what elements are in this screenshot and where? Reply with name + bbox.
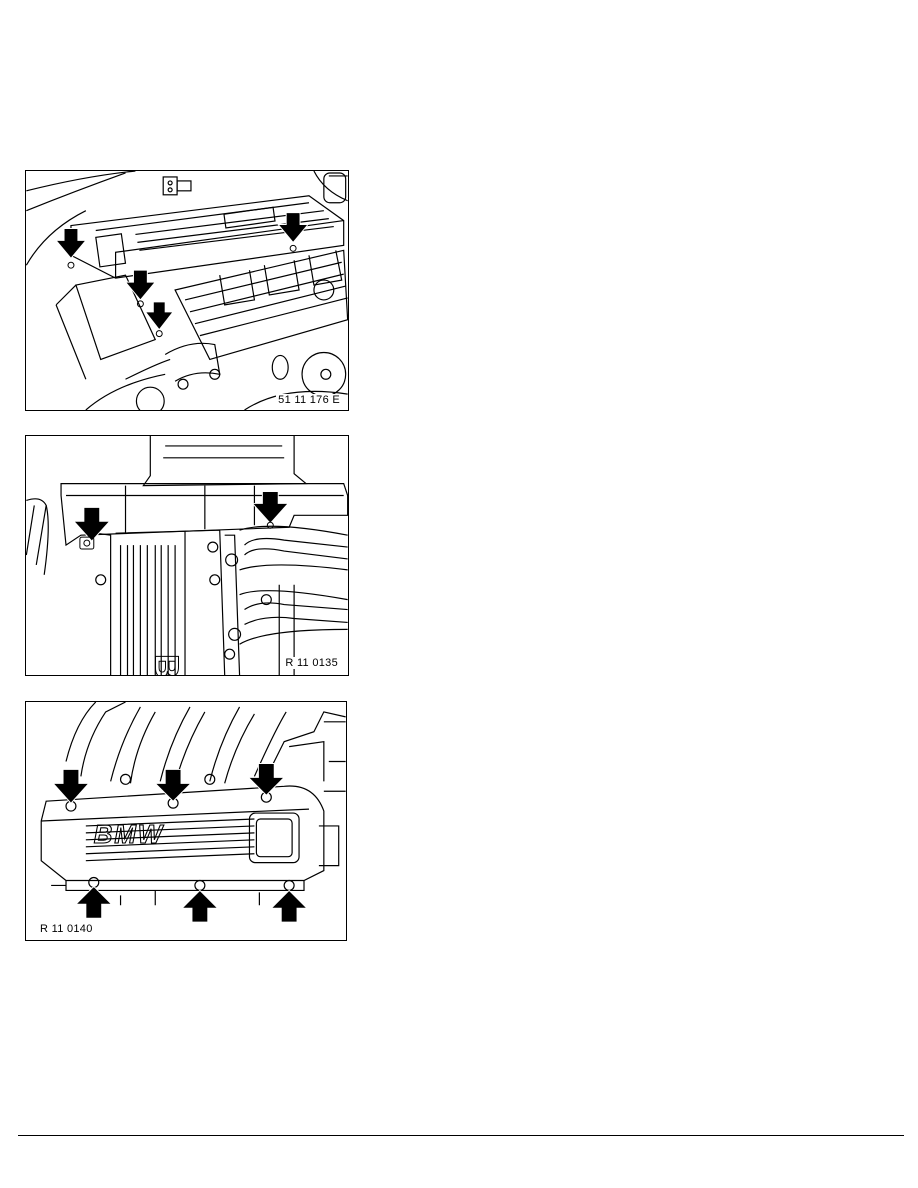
arrow-indicator: [52, 768, 90, 804]
bmw-logo-lettering: BMW: [147, 654, 185, 675]
arrow-indicator: [270, 889, 309, 923]
arrow-indicator: [247, 762, 286, 796]
engine-cover-drawing: [26, 171, 348, 410]
arrow-indicator: [74, 885, 113, 919]
illustration-cover-bracket: BMW R 11 0135: [25, 435, 349, 676]
arrow-indicator: [154, 768, 193, 802]
valve-cover-drawing: BMW: [40, 702, 346, 923]
arrow-indicator: [124, 269, 157, 301]
figure-code-label: R 11 0140: [38, 923, 95, 935]
arrow-indicator: [72, 506, 111, 542]
arrow-indicator: [144, 301, 175, 331]
bmw-logo-lettering: BMW: [94, 821, 165, 849]
illustration-valve-cover: BMW R 11 0140: [25, 701, 347, 941]
figure-code-label: 51 11 176 E: [276, 394, 342, 406]
footer-divider: [18, 1135, 904, 1136]
cover-bracket-drawing: BMW: [26, 436, 348, 675]
arrow-indicator: [180, 889, 219, 923]
arrow-indicator: [55, 228, 87, 260]
figure-code-label: R 11 0135: [283, 657, 340, 669]
illustration-engine-cover: 51 11 176 E: [25, 170, 349, 411]
arrow-indicator: [251, 491, 290, 525]
arrow-indicator: [277, 212, 310, 244]
